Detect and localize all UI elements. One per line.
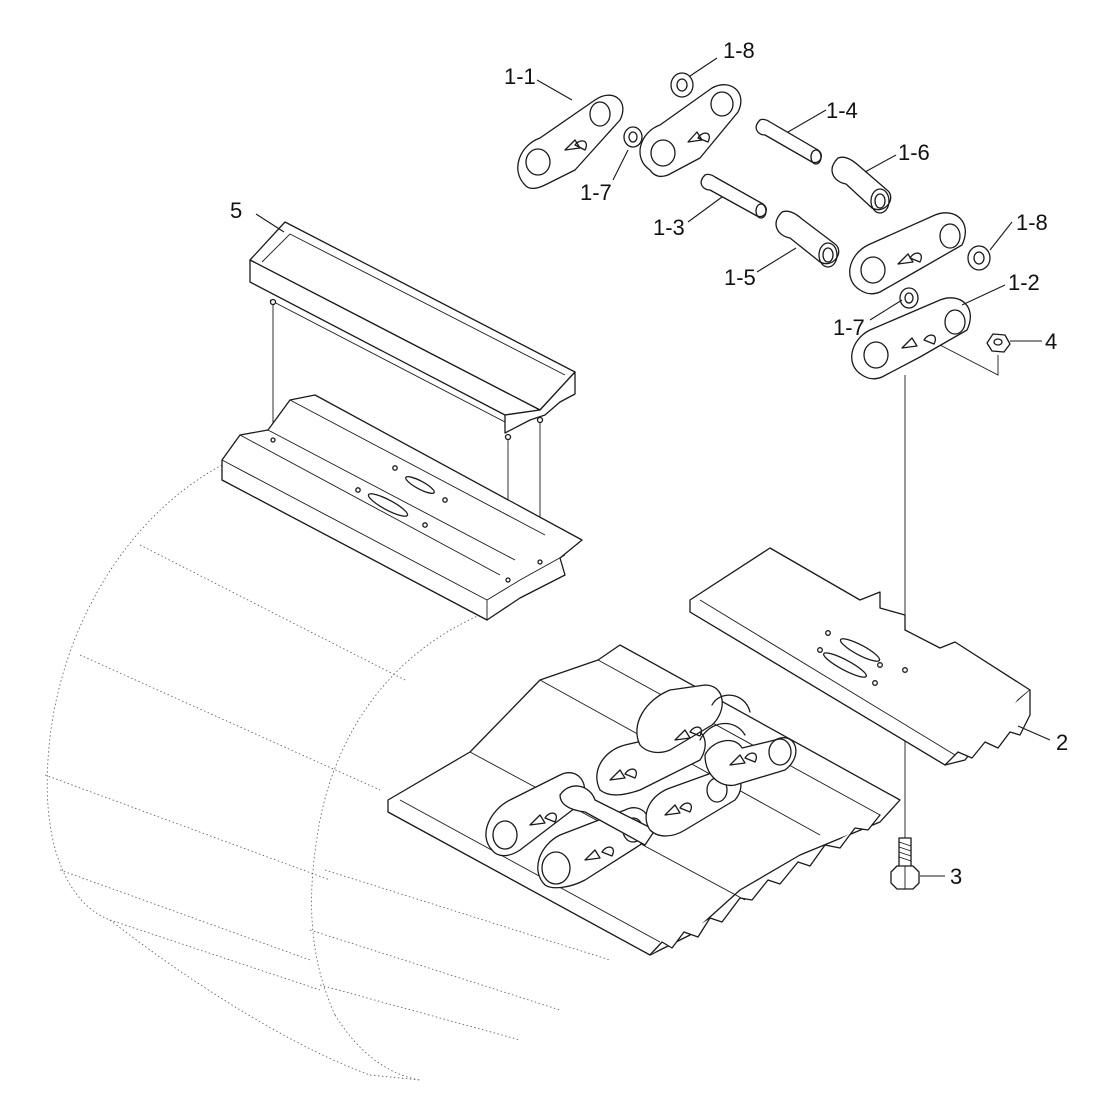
callout-1-8-top: 1-8 bbox=[723, 38, 755, 63]
washer-1-8-upper bbox=[670, 72, 694, 98]
link-right-upper bbox=[849, 212, 966, 295]
track-loop-phantom bbox=[44, 464, 611, 1081]
pins bbox=[700, 118, 822, 219]
callout-3: 3 bbox=[950, 864, 962, 889]
upper-track-shoe bbox=[221, 394, 583, 621]
callout-1-6: 1-6 bbox=[898, 140, 930, 165]
link-part-1-1 bbox=[517, 94, 624, 190]
callout-1-2: 1-2 bbox=[1008, 270, 1040, 295]
callout-1-1: 1-1 bbox=[504, 64, 536, 89]
bushings bbox=[775, 156, 892, 268]
link-part-1-2 bbox=[851, 297, 971, 380]
leader-lines bbox=[255, 57, 1051, 877]
callout-1-7-right: 1-7 bbox=[833, 315, 865, 340]
callout-1-4: 1-4 bbox=[826, 98, 858, 123]
assembled-track-section bbox=[387, 644, 901, 956]
bushing-1-5 bbox=[775, 210, 840, 265]
rubber-pad-part-5 bbox=[249, 221, 576, 441]
callout-1-5: 1-5 bbox=[724, 265, 756, 290]
link-partner-upper bbox=[639, 84, 742, 177]
washer-1-8-lower bbox=[967, 245, 991, 271]
bushing-1-6 bbox=[831, 156, 892, 211]
callout-1-3: 1-3 bbox=[653, 215, 685, 240]
callout-1-7-top: 1-7 bbox=[580, 180, 612, 205]
washer-1-7-upper bbox=[623, 126, 643, 148]
nut-part-4 bbox=[986, 333, 1011, 353]
callout-4: 4 bbox=[1045, 329, 1057, 354]
nut-guide-line bbox=[939, 344, 999, 376]
callout-labels: 1-1 1-8 1-4 1-6 1-7 1-3 1-5 1-8 1-7 1-2 … bbox=[230, 38, 1068, 889]
track-shoe-part-2 bbox=[689, 547, 1031, 766]
seal-washers bbox=[623, 72, 991, 309]
callout-2: 2 bbox=[1056, 730, 1068, 755]
washer-1-7-lower bbox=[899, 287, 919, 309]
callout-1-8-right: 1-8 bbox=[1016, 210, 1048, 235]
callout-5: 5 bbox=[230, 198, 242, 223]
bolt-part-3 bbox=[890, 837, 920, 890]
